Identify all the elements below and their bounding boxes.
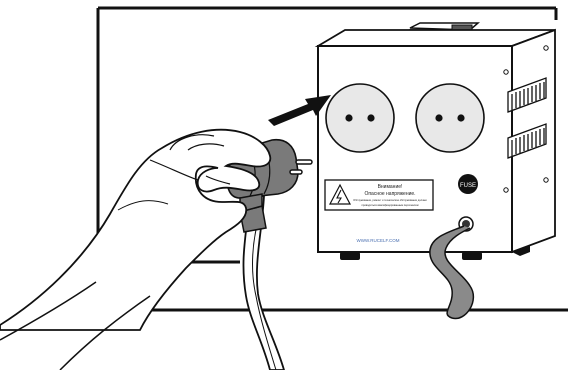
warning-subtitle: Опасное напряжение. <box>364 191 415 197</box>
hand-with-plug <box>0 130 312 370</box>
warning-line-2: проводиться квалифицированным персоналом <box>362 203 419 207</box>
warning-title: Внимание! <box>378 184 403 190</box>
warning-line-1: Обслуживание, ремонт и техническое обслу… <box>353 198 427 202</box>
voltage-stabilizer: Внимание! Опасное напряжение. Обслуживан… <box>318 23 555 260</box>
website-text: WWW.RUCELF.COM <box>357 238 400 243</box>
fuse-label: FUSE <box>460 183 476 189</box>
socket-right[interactable] <box>416 84 484 152</box>
socket-left[interactable] <box>326 84 394 152</box>
hand <box>0 130 270 330</box>
fuse-icon[interactable]: FUSE <box>458 174 478 194</box>
warning-label: Внимание! Опасное напряжение. Обслуживан… <box>325 180 433 210</box>
